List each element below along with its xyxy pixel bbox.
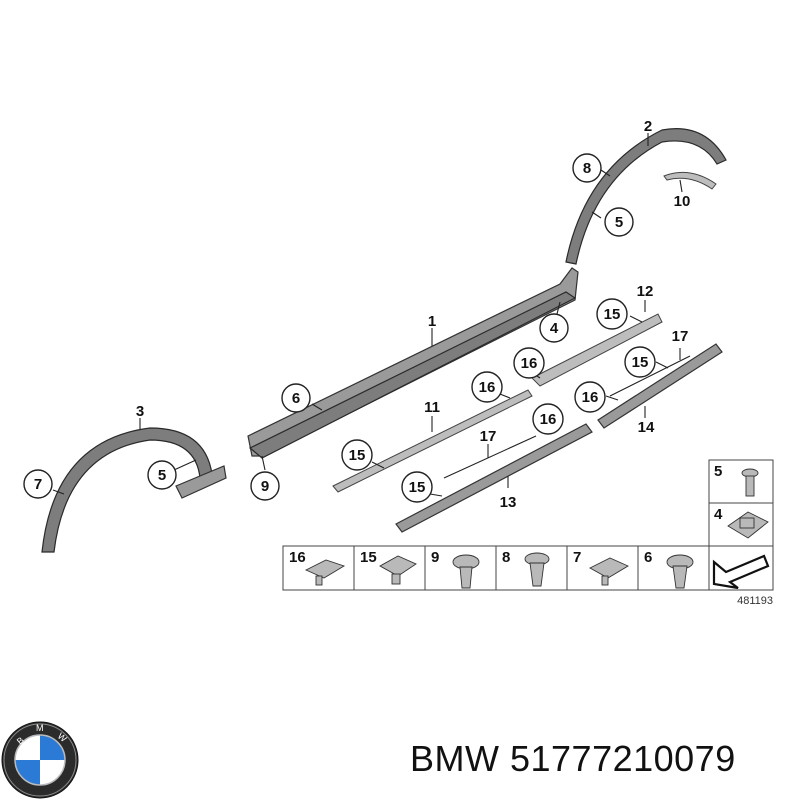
callout-5-rear: 5: [147, 460, 177, 490]
callout-12: 12: [637, 283, 654, 300]
svg-text:4: 4: [550, 320, 559, 337]
logo-letter-m: M: [36, 723, 44, 733]
svg-text:15: 15: [349, 447, 366, 464]
fastener-legend: 16 15 9 8 7 6 5 4: [282, 459, 774, 607]
legend-label-6: 6: [644, 549, 652, 566]
svg-text:9: 9: [261, 478, 269, 495]
svg-text:16: 16: [479, 379, 496, 396]
legend-label-8: 8: [502, 549, 510, 566]
callout-15-b: 15: [624, 346, 656, 378]
callout-16-a: 16: [513, 347, 545, 379]
clip-16-icon: [304, 559, 346, 586]
svg-text:13: 13: [500, 494, 517, 511]
callout-14: 14: [638, 419, 655, 436]
leader-lines: [52, 133, 683, 497]
svg-text:1: 1: [428, 313, 436, 330]
callout-15-c: 15: [341, 439, 373, 471]
diagram-reference-number: 481193: [737, 595, 773, 607]
clip-7-icon: [589, 557, 629, 586]
callout-2: 2: [644, 118, 652, 135]
svg-text:15: 15: [604, 306, 621, 323]
callout-4: 4: [539, 313, 569, 343]
svg-text:6: 6: [292, 390, 300, 407]
svg-text:10: 10: [674, 193, 691, 210]
callout-8: 8: [572, 153, 602, 183]
rear-wheel-arch-trim: [41, 427, 227, 553]
legend-label-15: 15: [360, 549, 377, 566]
svg-text:8: 8: [583, 160, 591, 177]
clip-9-icon: [452, 554, 480, 589]
callout-7-main: 7: [23, 469, 53, 499]
arch-insert-10: [663, 171, 717, 190]
callout-17-b: 17: [480, 428, 497, 445]
svg-text:15: 15: [632, 354, 649, 371]
legend-label-16: 16: [289, 549, 306, 566]
svg-text:16: 16: [582, 389, 599, 406]
legend-label-9: 9: [431, 549, 439, 566]
legend-label-5: 5: [714, 463, 722, 480]
callout-9-main: 9: [250, 471, 280, 501]
clip-6-icon: [666, 554, 694, 589]
callout-15-d: 15: [401, 471, 433, 503]
clip-4-icon: [727, 511, 769, 539]
callout-16-c: 16: [574, 381, 606, 413]
callout-13: 13: [500, 494, 517, 511]
svg-text:5: 5: [158, 467, 166, 484]
svg-text:16: 16: [540, 411, 557, 428]
strip-17b: [609, 355, 691, 397]
svg-text:16: 16: [521, 355, 538, 372]
callout-11: 11: [424, 399, 440, 416]
strip-13: [395, 423, 593, 533]
callout-17-a: 17: [672, 328, 689, 345]
callout-6-main: 6: [281, 383, 311, 413]
callout-3: 3: [136, 403, 144, 420]
clip-5-icon: [741, 468, 759, 497]
legend-label-7: 7: [573, 549, 581, 566]
clip-8-icon: [524, 552, 550, 587]
callout-1: 1: [428, 313, 436, 330]
callout-10: 10: [674, 193, 691, 210]
front-wheel-arch-trim: [565, 128, 727, 265]
svg-text:3: 3: [136, 403, 144, 420]
logo-letter-b: B: [15, 735, 26, 747]
svg-text:15: 15: [409, 479, 426, 496]
side-sill-trim: [247, 267, 579, 459]
arrow-icon: [712, 554, 770, 590]
callout-5-front: 5: [604, 207, 634, 237]
callout-16-b: 16: [471, 371, 503, 403]
legend-label-4: 4: [714, 506, 723, 523]
bmw-logo: B M W: [1, 721, 79, 799]
svg-text:14: 14: [638, 419, 655, 436]
strip-11: [332, 389, 533, 493]
strip-12: [531, 313, 663, 387]
svg-text:7: 7: [34, 476, 42, 493]
svg-text:5: 5: [615, 214, 623, 231]
callout-16-d: 16: [532, 403, 564, 435]
svg-text:17: 17: [480, 428, 497, 445]
clip-15-icon: [379, 555, 417, 585]
strip-14: [597, 343, 723, 429]
strip-17a: [443, 435, 537, 479]
callout-15-a: 15: [596, 298, 628, 330]
svg-text:11: 11: [424, 399, 440, 416]
svg-text:17: 17: [672, 328, 689, 345]
part-number-caption: BMW 51777210079: [410, 738, 736, 779]
svg-text:12: 12: [637, 283, 654, 300]
svg-text:2: 2: [644, 118, 652, 135]
